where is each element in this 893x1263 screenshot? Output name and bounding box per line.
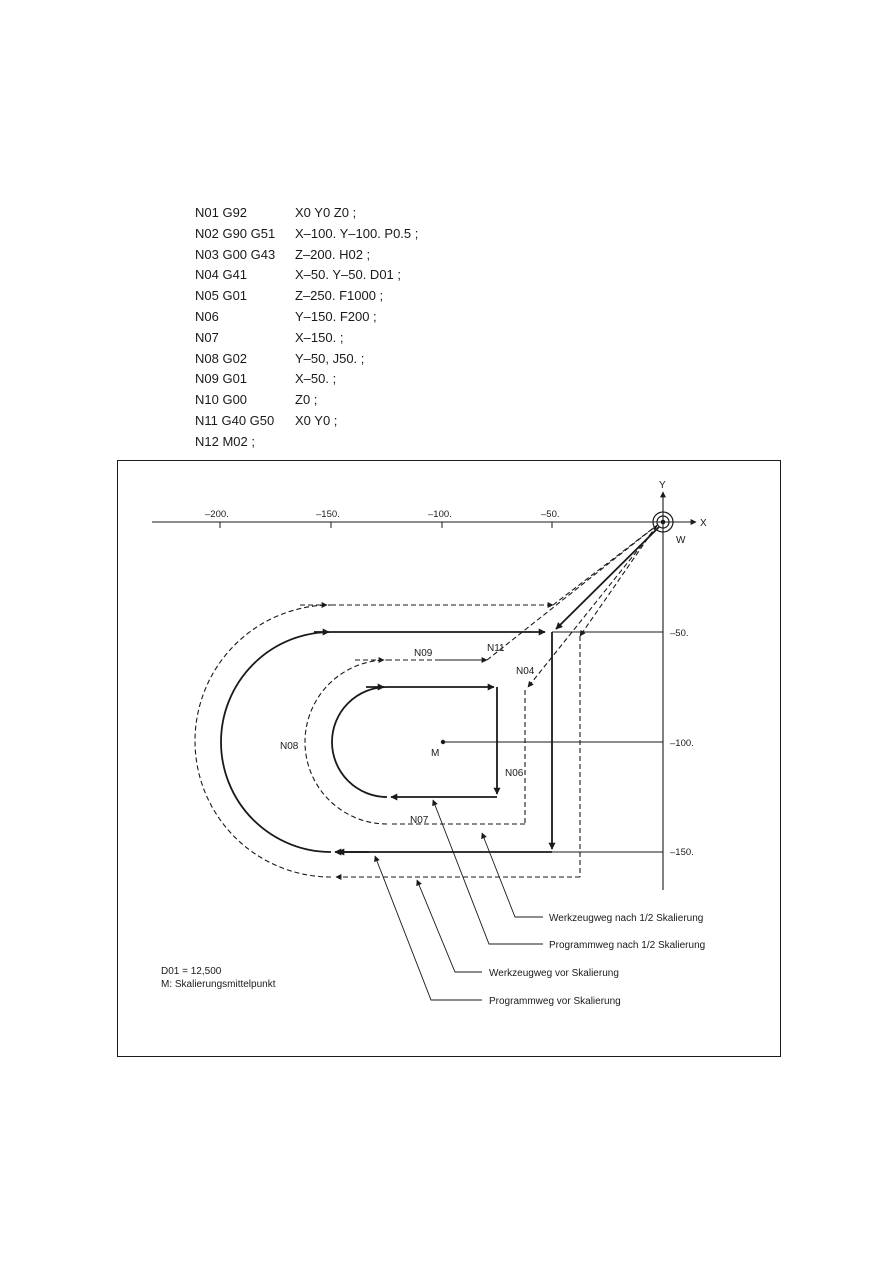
leader-prog-half [432,799,543,945]
block-command: Y–150. F200 ; [295,308,377,324]
block-command: X0 Y0 Z0 ; [295,205,357,220]
block-number: N10 G00 [195,392,248,408]
workpiece-origin-symbol [652,511,674,533]
block-number: N02 G90 G51 [195,225,276,241]
block-label-n06: N06 [505,768,524,779]
figure-frame [117,460,781,1057]
block-label-n08: N08 [280,741,299,752]
legend-program-path-before-scaling: Programmweg vor Skalierung [489,996,621,1007]
block-command: X–50. ; [295,371,337,387]
block-command: Z–200. H02 ; [295,246,371,262]
block-command: X–100. Y–100. P0.5 ; [295,225,419,241]
program-path-before-scaling [220,526,660,856]
block-label-n11: N11 [487,643,505,654]
leader-tool-half [481,832,543,918]
block-command: X–50. Y–50. D01 ; [295,267,402,283]
block-command: Y–50, J50. ; [295,350,365,366]
block-number: N12 M02 ; [195,433,255,449]
legend-tool-path-before-scaling: Werkzeugweg vor Skalierung [489,968,619,979]
y-axis-name: Y [659,480,666,491]
block-number: N06 [195,308,219,324]
block-label-n07: N07 [410,815,429,826]
block-number: N05 G01 [195,288,248,304]
y-tick-label: –100. [670,738,694,749]
legend-tool-path-after-scaling: Werkzeugweg nach 1/2 Skalierung [549,913,703,924]
block-number: N03 G00 G43 [195,246,276,262]
y-tick-label: –50. [670,628,689,639]
tool-path-after-half-scaling [304,525,658,825]
scaling-center-point [440,739,446,745]
scaling-center-label: M [431,748,439,759]
block-label-n09: N09 [414,648,433,659]
block-number: N09 G01 [195,371,248,387]
block-number: N11 G40 G50 [195,412,275,428]
block-label-n04: N04 [516,666,535,677]
block-command: Z–250. F1000 ; [295,288,384,304]
legend-leaders [374,799,543,1001]
program-path-after-half-scaling [331,683,501,801]
leader-prog-full [374,855,482,1001]
block-number: N07 [195,329,219,345]
x-tick-label: –50. [541,509,560,520]
x-tick-label: –200. [205,509,229,520]
block-number: N04 G41 [195,267,248,283]
block-command: X–150. ; [295,329,344,345]
leader-tool-full [416,879,482,973]
x-tick-label: –150. [316,509,340,520]
block-number: N08 G02 [195,350,248,366]
note-d01-value: D01 = 12,500 [161,966,222,977]
legend-program-path-after-scaling: Programmweg nach 1/2 Skalierung [549,940,705,951]
x-tick-label: –100. [428,509,452,520]
note-scaling-center: M: Skalierungsmittelpunkt [161,979,276,990]
x-axis-name: X [700,518,707,529]
block-number: N01 G92 [195,205,248,220]
block-command: Z0 ; [295,392,318,408]
origin-label: W [676,535,686,546]
y-tick-label: –150. [670,847,694,858]
block-command: X0 Y0 ; [295,412,338,428]
tool-path-before-scaling [194,524,658,880]
